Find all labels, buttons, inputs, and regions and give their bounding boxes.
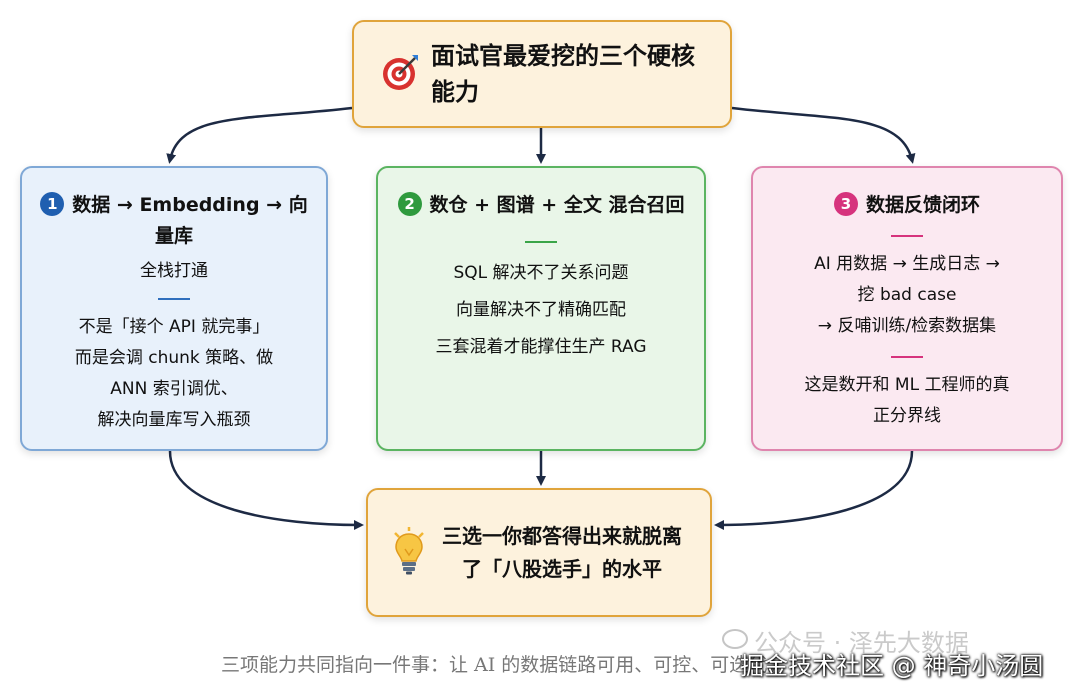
card-3-divider-top — [891, 235, 923, 237]
card-2-line: 三套混着才能撑住生产 RAG — [435, 337, 647, 357]
target-dart-icon — [381, 52, 421, 96]
card-1: 1 数据 → Embedding → 向量库 全栈打通 不是「接个 API 就完事… — [20, 166, 328, 451]
arrow-card3-to-bottom — [714, 450, 914, 530]
card-2-number-badge: 2 — [397, 192, 422, 216]
caption: 三项能力共同指向一件事：让 AI 的数据链路可用、可控、可迭代。 — [221, 654, 787, 676]
card-1-line: 而是会调 chunk 策略、做 — [74, 348, 274, 368]
card-2: 2 数仓 + 图谱 + 全文 混合召回 SQL 解决不了关系问题 向量解决不了精确… — [376, 166, 706, 451]
bottom-node: 三选一你都答得出来就脱离了「八股选手」的水平 — [366, 488, 712, 617]
card-1-number-badge: 1 — [40, 192, 65, 216]
card-1-subtitle: 全栈打通 — [140, 261, 208, 281]
card-3-number-badge: 3 — [833, 192, 858, 216]
arrow-top-to-card3 — [731, 106, 916, 164]
site-watermark: 掘金技术社区 @ 神奇小汤圆 — [740, 652, 1044, 680]
wechat-watermark-text: 公众号 · 泽先大数据 — [754, 629, 969, 657]
card-3-line: 挖 bad case — [857, 285, 957, 305]
card-3-line: 这是数开和 ML 工程师的真 — [804, 375, 1010, 395]
top-node: 面试官最爱挖的三个硬核能力 — [352, 20, 732, 128]
card-3-title-text: 数据反馈闭环 — [865, 194, 980, 216]
lightbulb-icon — [391, 526, 427, 579]
card-2-title-text: 数仓 + 图谱 + 全文 混合召回 — [429, 194, 685, 216]
card-1-line: ANN 索引调优、 — [110, 379, 238, 399]
card-3-line: → 反哺训练/检索数据集 — [817, 316, 997, 336]
wechat-watermark: 公众号 · 泽先大数据 — [722, 623, 969, 658]
card-1-divider — [158, 298, 190, 300]
bottom-title: 三选一你都答得出来就脱离了「八股选手」的水平 — [442, 523, 682, 581]
top-title: 面试官最爱挖的三个硬核能力 — [431, 42, 695, 106]
card-3-line: 正分界线 — [873, 406, 941, 426]
card-2-title: 2 数仓 + 图谱 + 全文 混合召回 — [392, 190, 690, 221]
card-1-line: 解决向量库写入瓶颈 — [97, 410, 251, 430]
card-2-line: SQL 解决不了关系问题 — [453, 263, 629, 283]
card-3-divider-bottom — [891, 356, 923, 358]
card-1-title-text: 数据 → Embedding → 向量库 — [72, 194, 308, 247]
card-3-line: AI 用数据 → 生成日志 → — [814, 254, 1000, 274]
arrow-card1-to-bottom — [168, 450, 364, 530]
arrow-top-to-card1 — [166, 106, 353, 164]
card-1-line: 不是「接个 API 就完事」 — [78, 317, 270, 337]
card-2-divider — [525, 241, 557, 243]
card-1-title: 1 数据 → Embedding → 向量库 — [36, 190, 312, 252]
card-3-title: 3 数据反馈闭环 — [767, 190, 1047, 221]
card-3: 3 数据反馈闭环 AI 用数据 → 生成日志 → 挖 bad case → 反哺训… — [751, 166, 1063, 451]
wechat-icon — [722, 629, 748, 649]
card-2-line: 向量解决不了精确匹配 — [456, 300, 626, 320]
